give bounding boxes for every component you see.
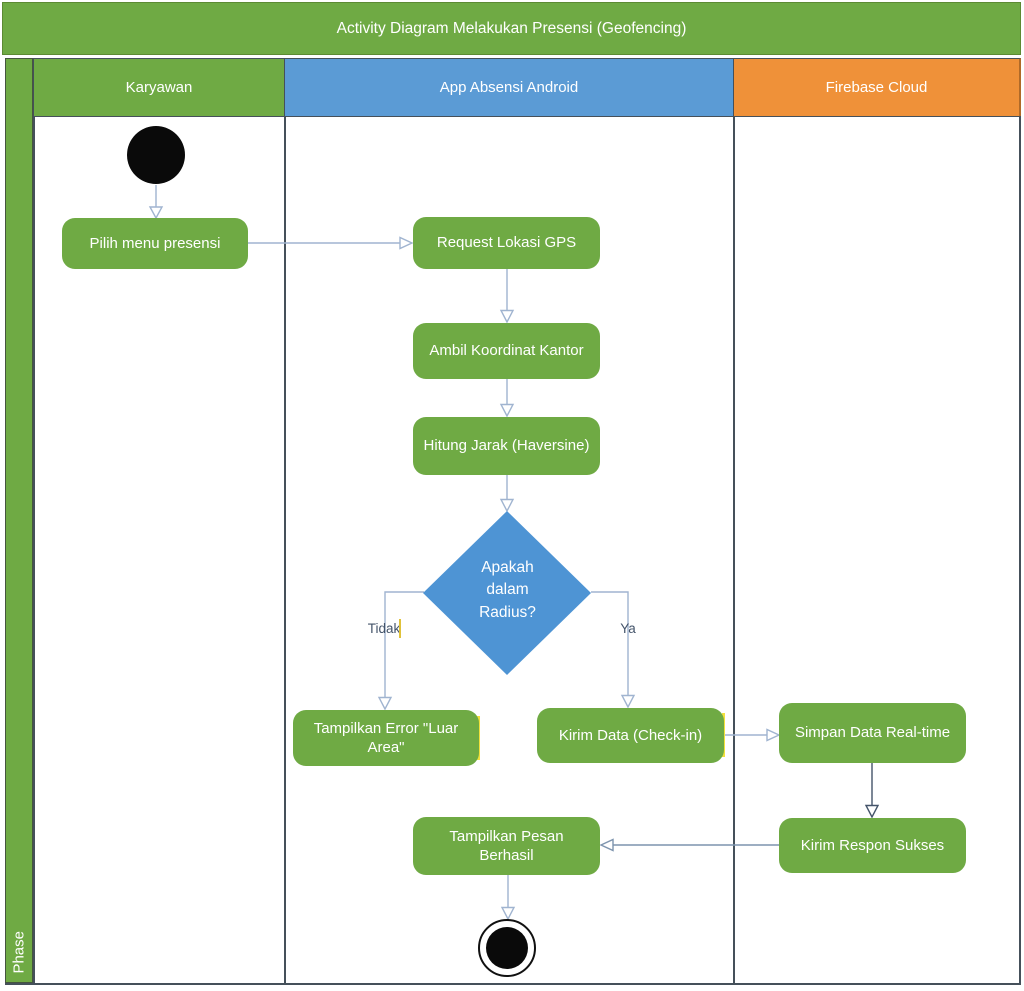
- arrowhead-down-icon: [500, 906, 516, 921]
- arrowhead-down-icon: [377, 696, 393, 711]
- activity-hitung-jarak-haversine[interactable]: Hitung Jarak (Haversine): [413, 417, 600, 475]
- branch-label-ya: Ya: [620, 621, 636, 636]
- diagram-bottom-border: [5, 983, 1021, 985]
- diagram-title: Activity Diagram Melakukan Presensi (Geo…: [336, 19, 687, 37]
- lane-header-app-absensi[interactable]: App Absensi Android: [284, 58, 734, 117]
- start-node[interactable]: [127, 126, 185, 184]
- activity-label: Tampilkan Error "Luar Area": [313, 719, 459, 757]
- activity-request-lokasi-gps[interactable]: Request Lokasi GPS: [413, 217, 600, 269]
- activity-label: Pilih menu presensi: [89, 234, 221, 252]
- branch-label-tidak: Tidak: [367, 621, 401, 636]
- activity-ambil-koordinat-kantor[interactable]: Ambil Koordinat Kantor: [413, 323, 600, 379]
- diagram-title-bar: Activity Diagram Melakukan Presensi (Geo…: [2, 2, 1021, 55]
- lane-border-app-firebase: [733, 116, 735, 983]
- lane-header-firebase-label: Firebase Cloud: [825, 79, 928, 96]
- activity-kirim-data-checkin[interactable]: Kirim Data (Check-in): [537, 708, 724, 763]
- lane-header-karyawan-label: Karyawan: [125, 79, 193, 96]
- activity-label: Simpan Data Real-time: [794, 724, 951, 742]
- arrowhead-down-icon: [148, 206, 164, 220]
- activity-label: Ambil Koordinat Kantor: [429, 342, 584, 360]
- lane-border-karyawan-app: [284, 116, 286, 983]
- arrowhead-down-icon: [864, 804, 880, 819]
- activity-pilih-menu-presensi[interactable]: Pilih menu presensi: [62, 218, 248, 269]
- activity-label: Request Lokasi GPS: [436, 234, 577, 252]
- arrowhead-down-icon: [620, 694, 636, 709]
- lane-border-left: [33, 116, 35, 983]
- arrowhead-down-icon: [499, 403, 515, 418]
- decision-diamond[interactable]: [423, 511, 591, 675]
- activity-tampilkan-error-luar-area[interactable]: Tampilkan Error "Luar Area": [293, 710, 479, 766]
- text-cursor: [399, 619, 401, 638]
- edge-decision-ya: [591, 591, 629, 695]
- activity-label: Tampilkan Pesan Berhasil: [449, 827, 564, 865]
- activity-label: Kirim Respon Sukses: [800, 836, 945, 854]
- phase-strip: Phase: [5, 58, 33, 983]
- activity-label: Hitung Jarak (Haversine): [423, 437, 590, 455]
- arrowhead-left-icon: [599, 838, 614, 852]
- activity-tampilkan-pesan-berhasil[interactable]: Tampilkan Pesan Berhasil: [413, 817, 600, 875]
- activity-simpan-data-realtime[interactable]: Simpan Data Real-time: [779, 703, 966, 763]
- lane-header-firebase[interactable]: Firebase Cloud: [733, 58, 1021, 117]
- activity-kirim-respon-sukses[interactable]: Kirim Respon Sukses: [779, 818, 966, 873]
- arrowhead-right-icon: [399, 236, 414, 250]
- arrowhead-down-icon: [499, 498, 515, 513]
- lane-header-app-absensi-label: App Absensi Android: [439, 79, 579, 96]
- end-node-core: [486, 927, 528, 969]
- arrowhead-down-icon: [499, 309, 515, 324]
- activity-label: Kirim Data (Check-in): [558, 726, 703, 744]
- decision-label: Apakah dalam Radius?: [479, 559, 536, 621]
- lane-border-right: [1019, 116, 1021, 983]
- edge-decision-tidak: [384, 591, 424, 697]
- arrowhead-right-icon: [766, 728, 781, 742]
- end-node[interactable]: [478, 919, 536, 977]
